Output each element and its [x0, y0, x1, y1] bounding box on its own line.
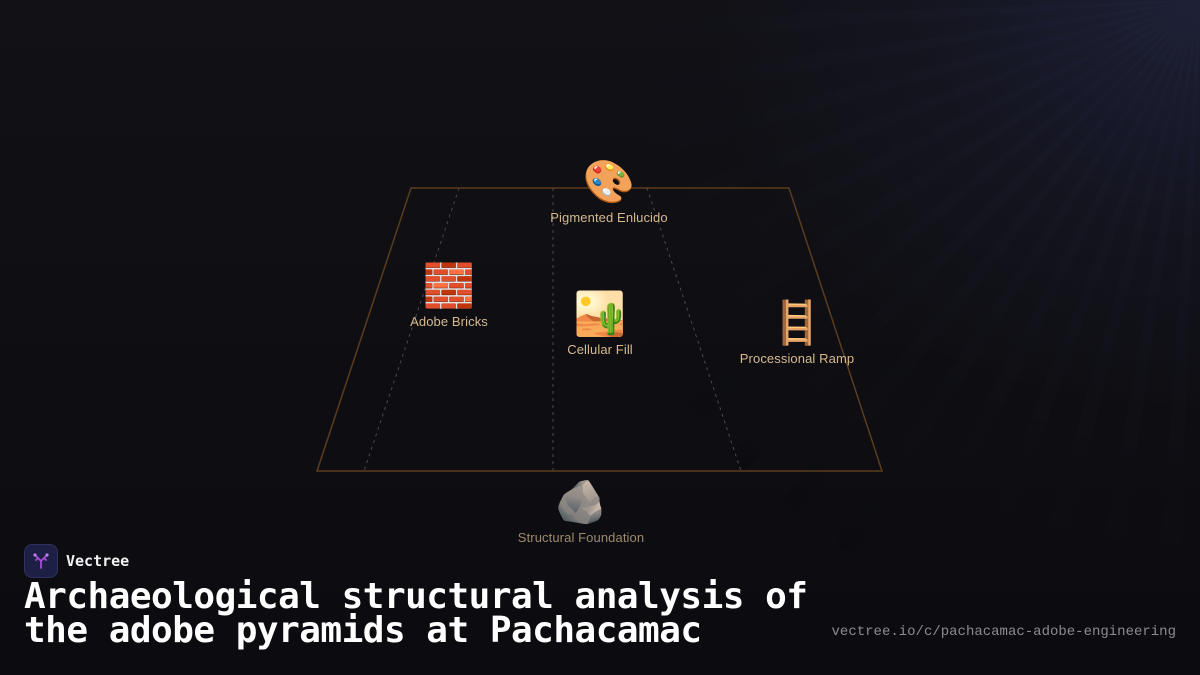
node-label: Adobe Bricks	[410, 314, 488, 329]
node-label: Cellular Fill	[567, 342, 633, 357]
page-title: Archaeological structural analysis of th…	[24, 576, 808, 651]
brand-name: Vectree	[66, 552, 130, 570]
pyramid-outline	[315, 187, 884, 472]
node-processional-ramp[interactable]: 🪜 Processional Ramp	[740, 299, 854, 366]
bricks-icon: 🧱	[422, 262, 476, 309]
node-label: Processional Ramp	[739, 351, 855, 366]
node-adobe-bricks[interactable]: 🧱 Adobe Bricks	[410, 262, 488, 329]
node-label: Pigmented Enlucido	[550, 210, 668, 225]
source-url[interactable]: vectree.io/c/pachacamac-adobe-engineerin…	[831, 624, 1176, 640]
divider-right	[646, 187, 742, 472]
background-rays	[640, 0, 1200, 560]
node-cellular-fill[interactable]: 🏜️ Cellular Fill	[567, 290, 633, 357]
divider-left	[363, 187, 460, 472]
node-pigmented-enlucido[interactable]: 🎨 Pigmented Enlucido	[550, 158, 667, 225]
node-structural-foundation[interactable]: 🪨 Structural Foundation	[518, 478, 644, 545]
tree-fork-icon	[24, 544, 58, 578]
desert-icon: 🏜️	[573, 290, 627, 337]
rock-icon: 🪨	[554, 478, 608, 525]
node-label: Structural Foundation	[517, 530, 645, 545]
brand[interactable]: Vectree	[24, 544, 129, 578]
ladder-icon: 🪜	[770, 299, 824, 346]
palette-icon: 🎨	[582, 158, 636, 205]
